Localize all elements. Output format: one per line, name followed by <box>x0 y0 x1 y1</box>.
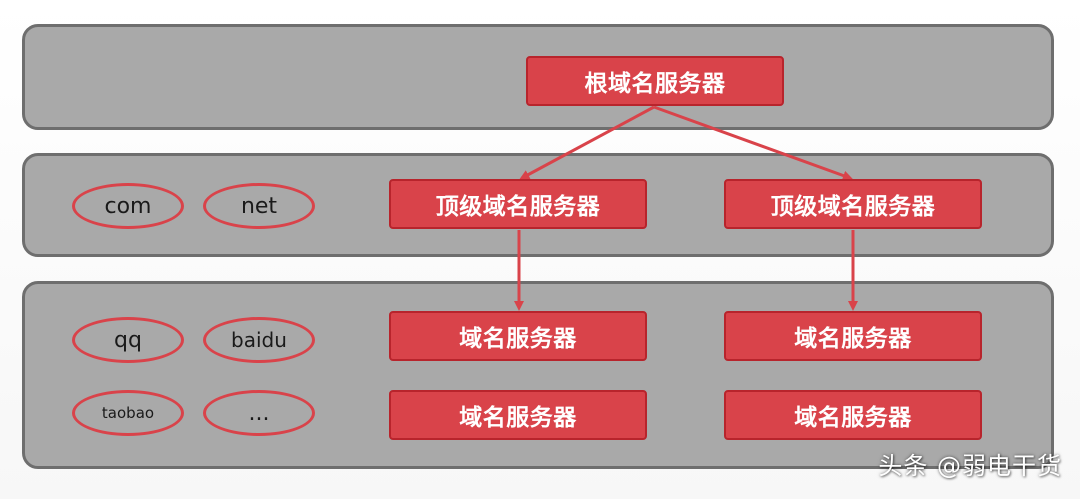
root-name-server: 根域名服务器 <box>526 56 784 106</box>
second-level-tier-band <box>22 281 1054 469</box>
tld-name-server-right: 顶级域名服务器 <box>724 179 982 229</box>
domain-taobao: taobao <box>72 390 184 436</box>
name-server-row2-left: 域名服务器 <box>389 390 647 440</box>
domain-ellipsis: ... <box>203 390 315 436</box>
tld-name-server-left: 顶级域名服务器 <box>389 179 647 229</box>
watermark-text: 头条 @弱电干货 <box>878 452 1062 480</box>
domain-baidu: baidu <box>203 317 315 363</box>
tld-domain-net: net <box>203 183 315 229</box>
name-server-row1-right: 域名服务器 <box>724 311 982 361</box>
name-server-row2-right: 域名服务器 <box>724 390 982 440</box>
name-server-row1-left: 域名服务器 <box>389 311 647 361</box>
domain-qq: qq <box>72 317 184 363</box>
tld-domain-com: com <box>72 183 184 229</box>
